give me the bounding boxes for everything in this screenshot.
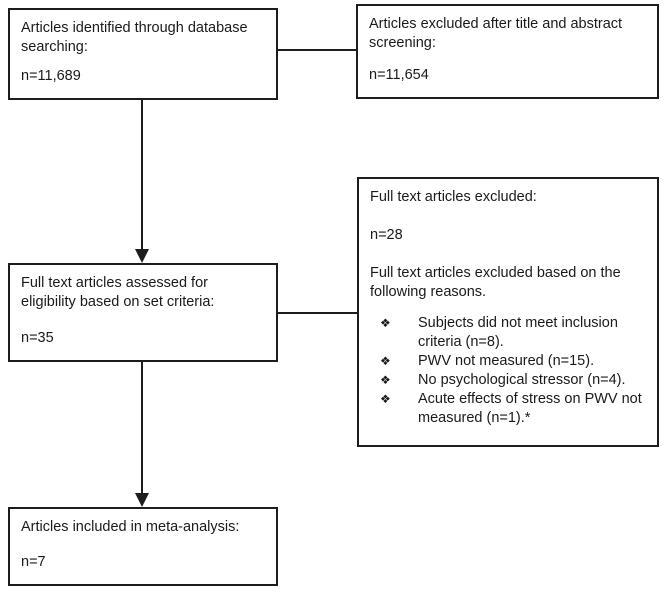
exclusion-reason: PWV not measured (n=15). bbox=[418, 353, 595, 370]
box-title-abstract-excluded: Articles excluded after title and abstra… bbox=[356, 4, 659, 99]
box-title-abstract-excluded-count: n=11,654 bbox=[369, 67, 429, 84]
list-item: ❖ Subjects did not meet inclusion criter… bbox=[380, 314, 646, 352]
box-full-text-excluded-count: n=28 bbox=[370, 226, 403, 243]
box-articles-included-label: Articles included in meta-analysis: bbox=[21, 519, 240, 535]
exclusion-reason: Acute effects of stress on PWV not measu… bbox=[418, 390, 642, 426]
arrow-assessed-to-included-arrowhead-icon bbox=[135, 493, 149, 507]
box-full-text-excluded-intro: Full text articles excluded based on the… bbox=[370, 264, 621, 300]
connector-assessed-to-full-text-excluded bbox=[278, 312, 357, 314]
box-articles-included: Articles included in meta-analysis: n=7 bbox=[8, 507, 278, 586]
exclusion-reason: Subjects did not meet inclusion criteria… bbox=[418, 315, 618, 351]
exclusion-reason: No psychological stressor (n=4). bbox=[418, 371, 626, 388]
diamond-bullet-icon: ❖ bbox=[380, 372, 391, 387]
box-title-abstract-excluded-label: Articles excluded after title and abstra… bbox=[369, 16, 623, 51]
box-articles-identified: Articles identified through database sea… bbox=[8, 8, 278, 100]
box-full-text-assessed: Full text articles assessed for eligibil… bbox=[8, 263, 278, 362]
arrow-identified-to-assessed-line bbox=[141, 100, 143, 249]
box-full-text-assessed-count: n=35 bbox=[21, 330, 54, 347]
list-item: ❖ No psychological stressor (n=4). bbox=[380, 371, 646, 390]
arrow-identified-to-assessed-arrowhead-icon bbox=[135, 249, 149, 263]
box-full-text-excluded-heading: Full text articles excluded: bbox=[370, 189, 537, 205]
diamond-bullet-icon: ❖ bbox=[380, 316, 391, 331]
box-articles-identified-count: n=11,689 bbox=[21, 68, 81, 85]
list-item: ❖ PWV not measured (n=15). bbox=[380, 352, 646, 371]
list-item: ❖ Acute effects of stress on PWV not mea… bbox=[380, 390, 646, 428]
diamond-bullet-icon: ❖ bbox=[380, 354, 391, 369]
connector-identified-to-title-abstract-excluded bbox=[278, 49, 356, 51]
box-articles-identified-label: Articles identified through database sea… bbox=[21, 20, 248, 55]
box-full-text-excluded: Full text articles excluded: n=28 Full t… bbox=[357, 177, 659, 447]
exclusion-reason-list: ❖ Subjects did not meet inclusion criter… bbox=[380, 314, 646, 427]
arrow-assessed-to-included-line bbox=[141, 362, 143, 493]
diamond-bullet-icon: ❖ bbox=[380, 391, 391, 406]
box-articles-included-count: n=7 bbox=[21, 554, 46, 571]
box-full-text-assessed-label: Full text articles assessed for eligibil… bbox=[21, 275, 215, 310]
